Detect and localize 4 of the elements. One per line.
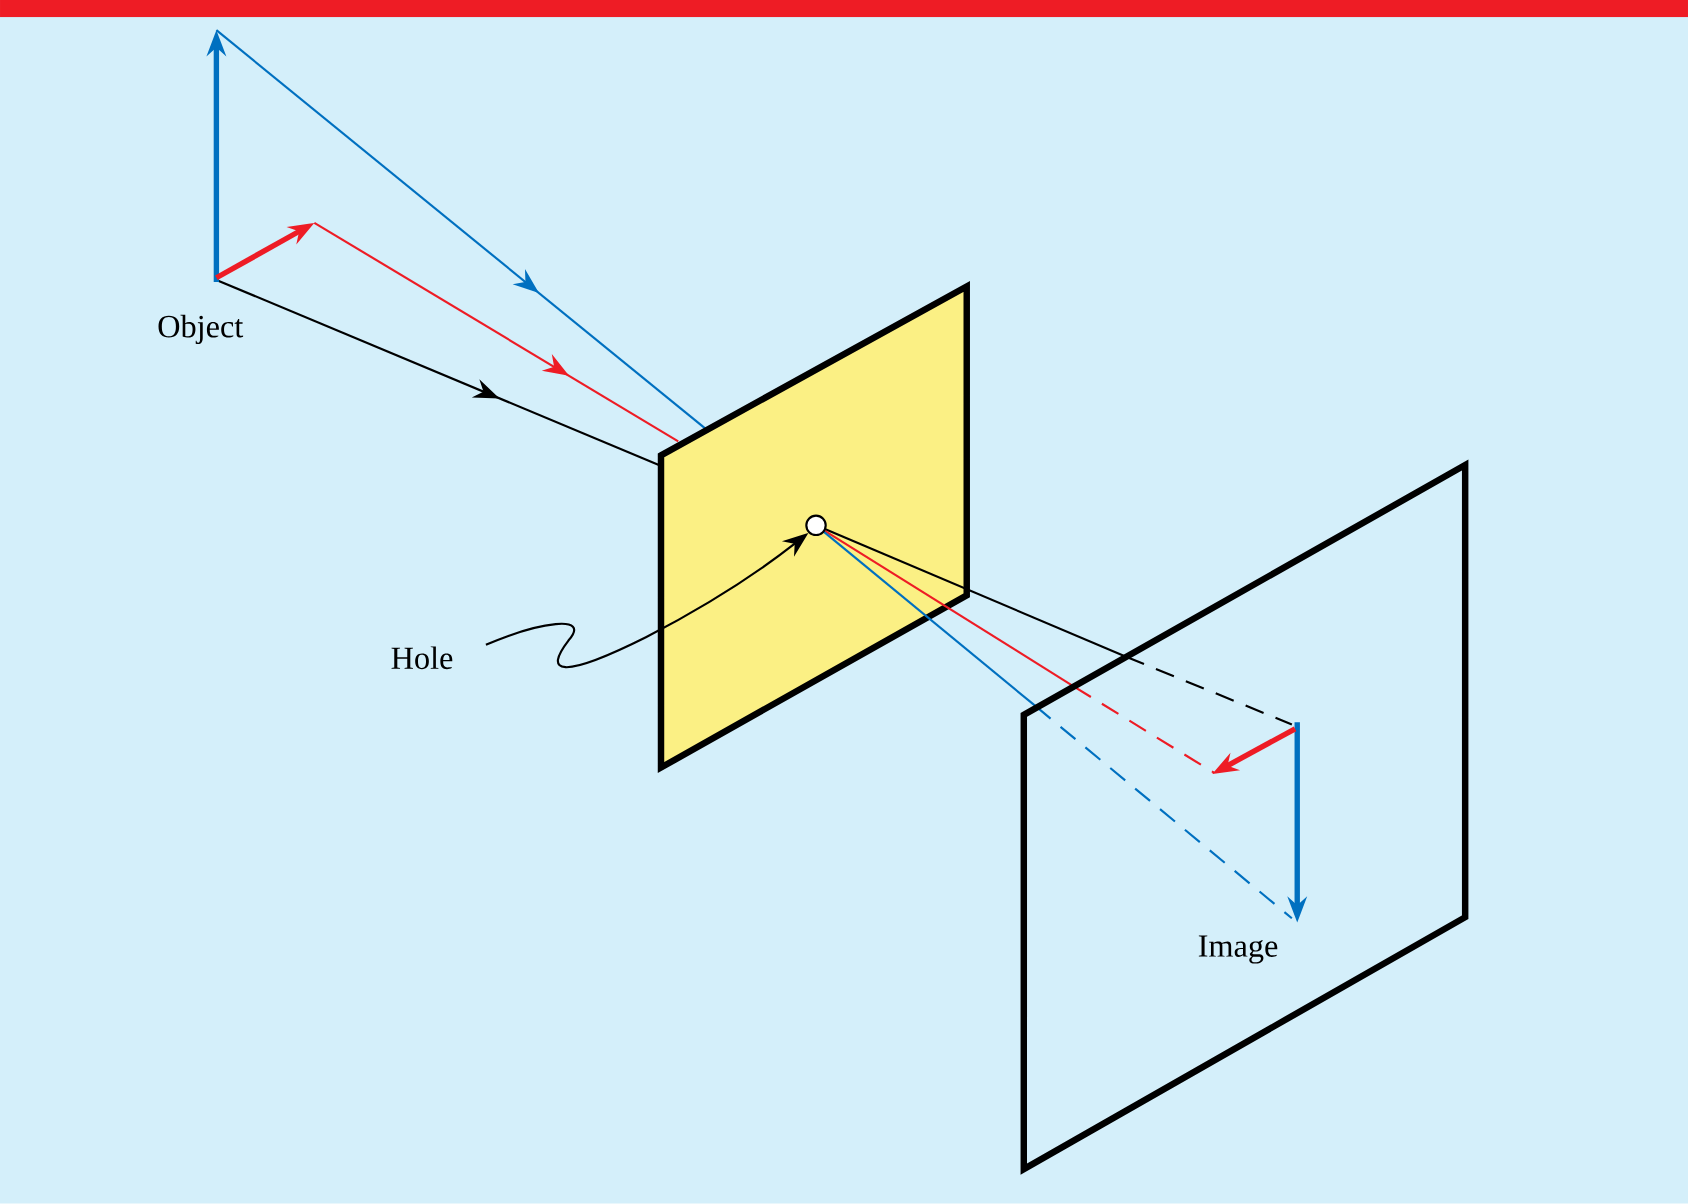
hole-circle [805,514,827,537]
label-text: Object [158,315,244,345]
label-text: Hole [391,646,453,670]
label-text: Image [1198,935,1278,964]
